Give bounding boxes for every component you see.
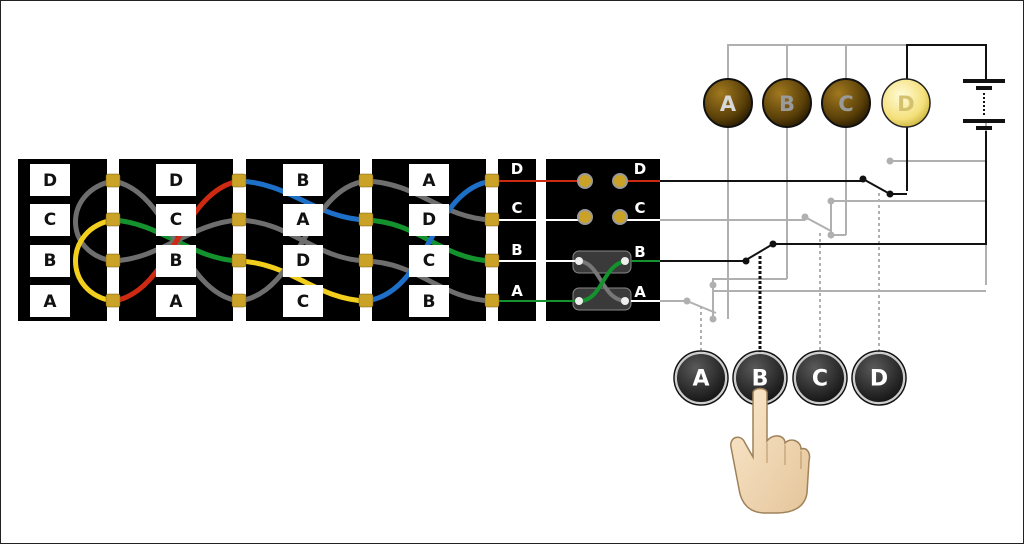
rotor-label: D: [422, 210, 436, 230]
entry-label: D: [511, 160, 523, 178]
switch-contacts: [683, 157, 894, 323]
reflector-labels: D C B A: [30, 164, 70, 317]
rotor-label: B: [297, 171, 310, 191]
rotor-label: A: [296, 210, 310, 230]
lamp-b: B: [762, 78, 812, 128]
plug-socket[interactable]: [577, 173, 593, 189]
battery-icon: [963, 79, 1005, 130]
rotor-label: D: [296, 251, 310, 271]
plug-socket[interactable]: [612, 173, 628, 189]
rotor-1-labels: D C B A: [156, 164, 196, 317]
lamp-label: D: [897, 92, 914, 116]
entry-label: A: [511, 282, 523, 300]
reflector-label: C: [44, 210, 56, 230]
key-d-button[interactable]: D: [851, 350, 907, 406]
rotor-label: C: [170, 210, 182, 230]
rotor-2-wiring: [236, 178, 369, 304]
rotor-label: A: [169, 292, 183, 312]
rotor-contacts: [105, 173, 500, 308]
lamp-label: A: [720, 92, 737, 116]
active-circuit: [660, 44, 987, 353]
lamp-d-lit: D: [881, 78, 931, 128]
key-label: B: [752, 367, 769, 392]
rotor-label: D: [169, 171, 183, 191]
key-c-button[interactable]: C: [792, 350, 848, 406]
rotor-2-labels: B A D C: [283, 164, 323, 317]
key-b-button[interactable]: B: [732, 350, 788, 406]
keyboard: A B C D: [673, 350, 907, 406]
lamp-a: A: [703, 78, 753, 128]
plug-socket[interactable]: [577, 209, 593, 225]
plugboard-label: A: [634, 283, 646, 301]
reflector-label: B: [44, 251, 57, 271]
rotor-label: A: [422, 171, 436, 191]
rotor-label: B: [170, 251, 183, 271]
reflector-wiring: [73, 178, 116, 304]
key-label: D: [870, 367, 888, 392]
entry-panel: [498, 159, 536, 321]
lampboard: A B C D: [703, 78, 931, 128]
rotor-label: C: [297, 292, 309, 312]
plugboard-label: D: [634, 160, 646, 178]
key-label: C: [812, 367, 828, 392]
rotor-3-labels: A D C B: [409, 164, 449, 317]
key-label: A: [692, 367, 709, 392]
rotor-1-wiring: [110, 178, 242, 304]
plugboard: D C B A: [546, 160, 661, 311]
entry-label: C: [511, 199, 522, 217]
rotor-3-wiring: [363, 178, 495, 304]
reflector-label: A: [43, 292, 57, 312]
plug-cable-bottom[interactable]: [572, 287, 632, 311]
plugboard-label: B: [634, 243, 645, 261]
entry-wheel: D C B A: [499, 160, 546, 302]
rotor-label: B: [423, 292, 436, 312]
key-a-button[interactable]: A: [673, 350, 729, 406]
reflector-label: D: [43, 171, 57, 191]
lamp-c: C: [821, 78, 871, 128]
rotor-label: C: [423, 251, 435, 271]
plugboard-label: C: [634, 199, 645, 217]
plug-socket[interactable]: [612, 209, 628, 225]
lamp-label: B: [779, 92, 795, 116]
entry-label: B: [511, 241, 522, 259]
lamp-label: C: [838, 92, 853, 116]
gray-dotted-key-links: [700, 193, 880, 353]
pointing-hand-icon: [730, 387, 811, 514]
